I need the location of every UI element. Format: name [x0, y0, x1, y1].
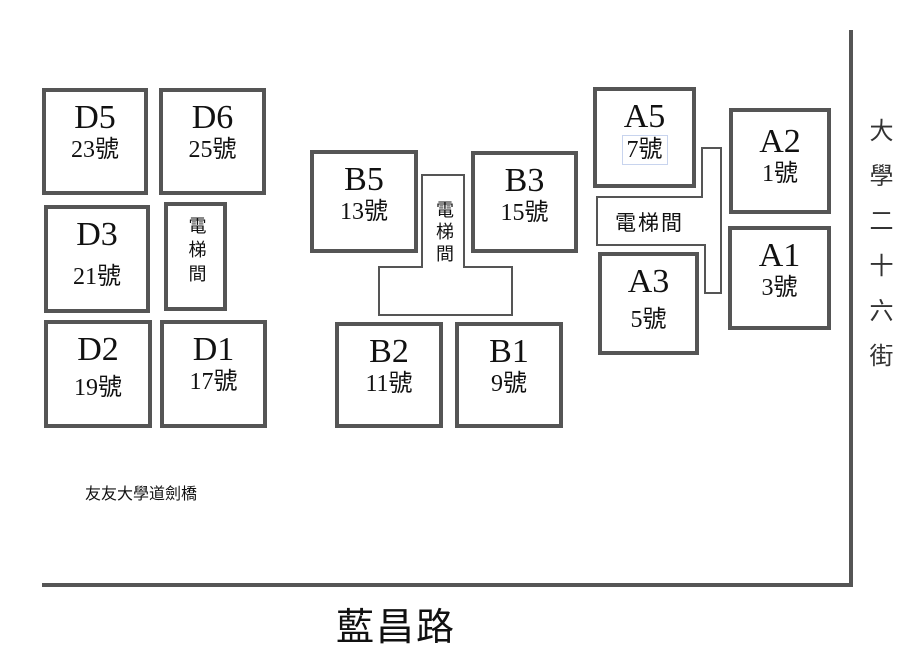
unit-number: 25號 — [188, 137, 237, 163]
unit-code: D1 — [192, 331, 235, 368]
elevator-a-label: 電梯間 — [615, 211, 684, 235]
unit-code: B5 — [344, 161, 384, 198]
elevator-b-label: 電梯間 — [433, 200, 454, 266]
unit-number: 5號 — [630, 307, 667, 333]
unit-code: B2 — [369, 333, 409, 370]
unit-number: 7號 — [621, 135, 668, 165]
unit-code: A5 — [623, 98, 666, 135]
unit-number: 19號 — [74, 375, 122, 401]
unit-number: 3號 — [761, 275, 798, 301]
street-line-bottom — [42, 583, 853, 587]
unit-number: 11號 — [365, 371, 413, 397]
unit-number: 21號 — [73, 264, 121, 290]
elevator-d-label: 電梯間 — [185, 216, 207, 288]
unit-number: 15號 — [500, 200, 549, 226]
unit-code: B3 — [504, 162, 545, 199]
unit-code: A3 — [627, 263, 670, 300]
unit-number: 1號 — [762, 161, 798, 187]
unit-number: 23號 — [71, 137, 119, 163]
unit-number: 13號 — [340, 199, 388, 225]
community-name: 友友大學道劍橋 — [85, 484, 198, 503]
unit-code: A2 — [759, 123, 801, 160]
unit-code: D3 — [76, 216, 118, 253]
elevator-b-shape — [378, 174, 513, 316]
street-right-label: 大學二十六街 — [865, 118, 893, 388]
street-line-right — [849, 30, 853, 587]
elevator-d: 電梯間 — [164, 202, 227, 311]
unit-code: D5 — [74, 99, 116, 136]
elevator-a-shape — [596, 147, 722, 294]
unit-code: A1 — [758, 237, 801, 274]
unit-number: 9號 — [491, 371, 527, 397]
unit-number: 17號 — [189, 369, 238, 395]
street-bottom-label: 藍昌路 — [336, 605, 457, 649]
unit-code: B1 — [489, 333, 529, 370]
unit-code: D2 — [77, 331, 119, 368]
unit-code: D6 — [191, 99, 234, 136]
